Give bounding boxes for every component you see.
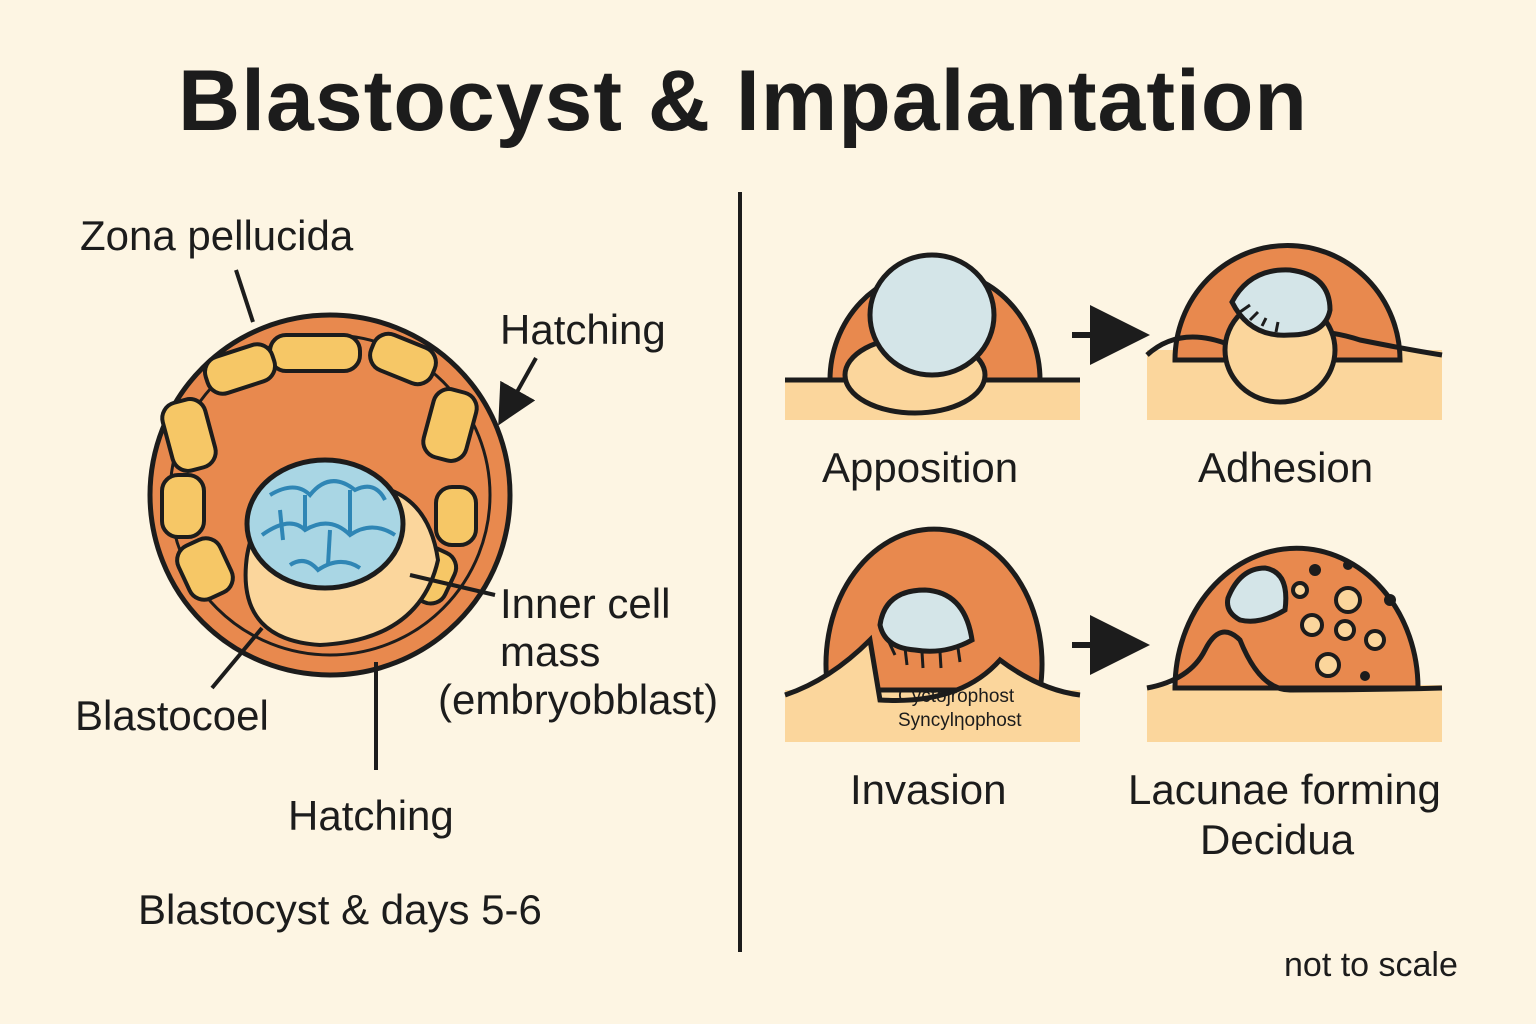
icm-cell-borders: [260, 479, 397, 573]
label-hatching-top: Hatching: [500, 306, 666, 353]
label-invasion: Invasion: [850, 766, 1007, 813]
lacunae-spots: [1291, 581, 1386, 678]
not-to-scale-note: not to scale: [1284, 946, 1458, 984]
label-inner-cell-mass-3: (embryobblast): [438, 676, 719, 723]
label-apposition: Apposition: [822, 444, 1019, 491]
trophoblast-ring: [160, 331, 479, 606]
pointer-lines: [210, 269, 538, 770]
stage-lacunae: [1146, 545, 1443, 742]
label-syncytiotrophoblast: Syncylηophost: [898, 710, 1022, 731]
blastocyst-diagram: [147, 269, 538, 770]
label-decidua: Decidua: [1200, 816, 1355, 863]
label-adhesion: Adhesion: [1198, 444, 1374, 491]
label-hatching-bottom: Hatching: [288, 792, 454, 839]
label-inner-cell-mass-2: mass: [500, 628, 601, 675]
label-lacunae-forming: Lacunae forming: [1128, 766, 1441, 813]
panel-divider: [738, 192, 742, 952]
stage-invasion: [784, 526, 1081, 742]
label-zona-pellucida: Zona pellucida: [80, 212, 354, 259]
stage-apposition: [785, 252, 1080, 420]
stage-adhesion: [1145, 243, 1443, 420]
label-cytotrophoblast: Cyctojrophost: [898, 686, 1015, 707]
left-caption: Blastocyst & days 5-6: [138, 886, 542, 933]
page-title: Blastocyst & Impalantation: [178, 53, 1308, 149]
label-inner-cell-mass-1: Inner cell: [500, 580, 671, 627]
label-blastocoel: Blastocoel: [75, 692, 269, 739]
